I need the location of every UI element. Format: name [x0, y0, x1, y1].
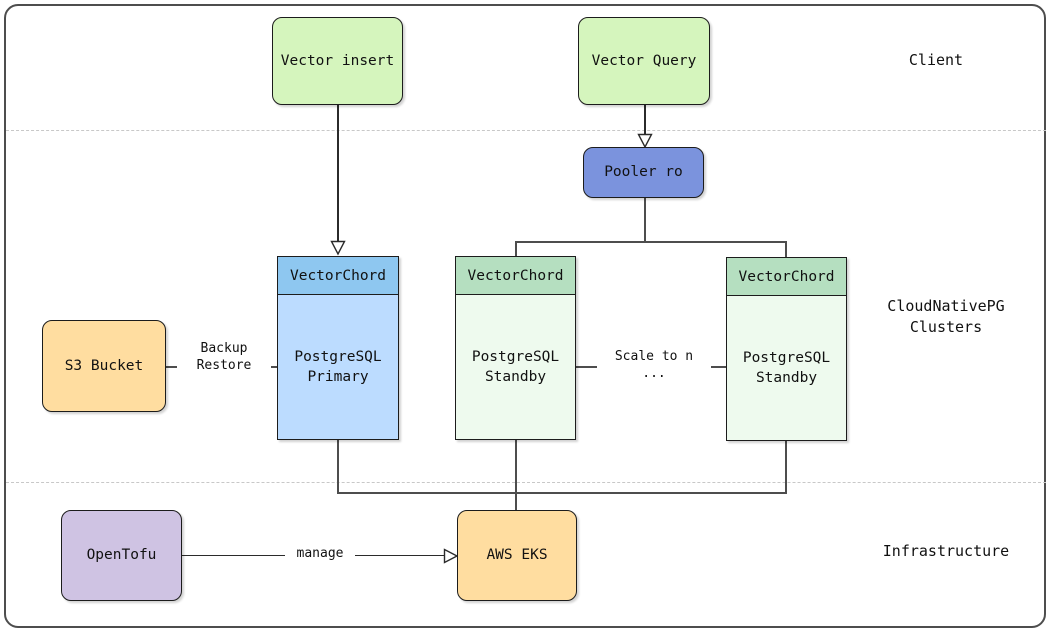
- node-aws-eks[interactable]: AWS EKS: [457, 510, 577, 601]
- edge-insert-to-primary-arrowhead: [330, 240, 346, 256]
- lane-label-client: Client: [908, 51, 964, 69]
- edge-bus-to-standby-n: [785, 241, 787, 258]
- node-primary-body-label: PostgreSQL Primary: [294, 349, 382, 385]
- edge-label-manage: manage: [285, 545, 355, 562]
- edge-bus-to-standby-1: [515, 241, 517, 257]
- edge-label-scale-to-n: Scale to n ...: [597, 348, 711, 382]
- node-standby-n-header-vectorchord: VectorChord: [727, 258, 846, 296]
- edge-standbyn-drop: [785, 441, 787, 493]
- lane-label-infrastructure: Infrastructure: [882, 542, 1010, 560]
- node-pooler-ro[interactable]: Pooler ro: [583, 147, 704, 198]
- node-vector-insert[interactable]: Vector insert: [272, 17, 403, 105]
- edge-query-to-pooler-arrowhead: [637, 133, 653, 149]
- edge-insert-to-primary-line: [337, 105, 339, 241]
- node-postgresql-standby-n[interactable]: VectorChord PostgreSQL Standby: [726, 257, 847, 441]
- node-standby-1-body-label: PostgreSQL Standby: [471, 349, 560, 385]
- edge-pooler-bus: [515, 241, 787, 243]
- edge-primary-drop: [337, 440, 339, 493]
- node-standby-n-body-label: PostgreSQL Standby: [742, 350, 831, 386]
- edge-standby1-drop: [515, 440, 517, 510]
- node-postgresql-primary[interactable]: VectorChord PostgreSQL Primary: [277, 256, 399, 440]
- node-postgresql-standby-1[interactable]: VectorChord PostgreSQL Standby: [455, 256, 576, 440]
- edge-pooler-drop: [643, 198, 646, 243]
- lane-divider-clusters-infra: [6, 482, 1046, 483]
- node-opentofu[interactable]: OpenTofu: [61, 510, 182, 601]
- edge-query-to-pooler-line: [644, 105, 646, 136]
- edge-opentofu-to-eks-arrowhead: [443, 548, 459, 564]
- node-s3-bucket[interactable]: S3 Bucket: [42, 320, 166, 412]
- node-primary-header-vectorchord: VectorChord: [278, 257, 398, 295]
- edge-label-backup-restore: Backup Restore: [177, 340, 271, 374]
- node-vector-query[interactable]: Vector Query: [578, 17, 710, 105]
- lane-divider-client-clusters: [6, 130, 1046, 131]
- edge-cluster-bus: [337, 492, 787, 494]
- node-standby-1-header-vectorchord: VectorChord: [456, 257, 575, 295]
- lane-label-clusters: CloudNativePG Clusters: [887, 297, 1005, 336]
